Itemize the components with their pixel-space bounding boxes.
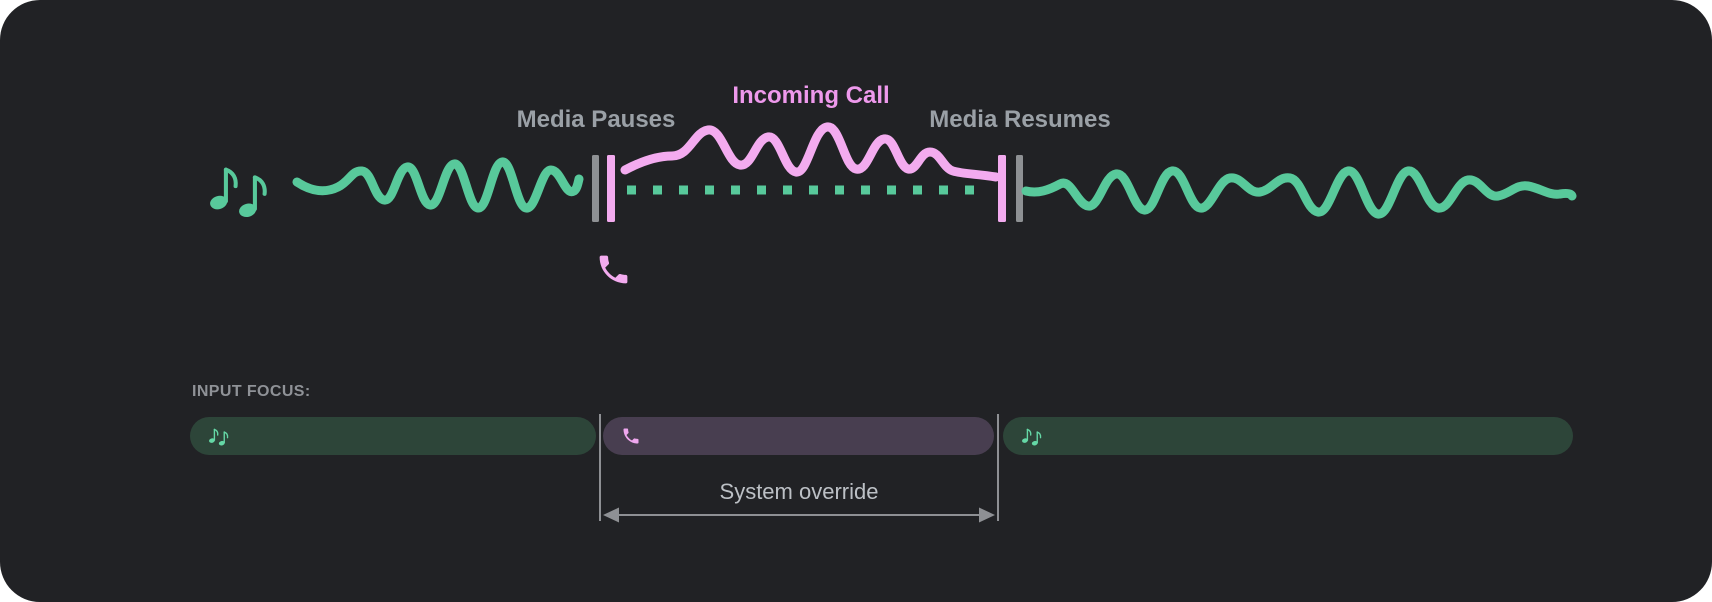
incoming-call-wave xyxy=(620,122,1001,182)
pause-bar-gray xyxy=(592,155,599,222)
music-notes-icon xyxy=(1021,426,1042,446)
media-resumes-label: Media Resumes xyxy=(929,106,1111,133)
focus-segment-call xyxy=(603,417,994,455)
resume-bar-pink xyxy=(998,155,1006,222)
incoming-call-label: Incoming Call xyxy=(732,82,890,109)
pause-bar-pink xyxy=(607,155,615,222)
override-guide-line-right xyxy=(997,414,999,521)
music-notes-icon xyxy=(208,426,229,446)
media-wave-after xyxy=(1021,166,1577,219)
media-wave-before xyxy=(292,157,584,213)
focus-segment-media-after xyxy=(1003,417,1573,455)
focus-segment-media-before xyxy=(190,417,596,455)
media-pauses-label: Media Pauses xyxy=(516,106,676,133)
override-guide-line-left xyxy=(599,414,601,521)
arrowhead-left xyxy=(603,507,619,523)
phone-icon xyxy=(599,255,628,284)
music-notes-icon xyxy=(208,170,264,219)
input-focus-heading: INPUT FOCUS: xyxy=(192,383,311,400)
phone-icon xyxy=(621,426,641,446)
arrowhead-right xyxy=(979,507,995,523)
resume-bar-gray xyxy=(1016,155,1023,222)
system-override-label: System override xyxy=(719,479,879,504)
